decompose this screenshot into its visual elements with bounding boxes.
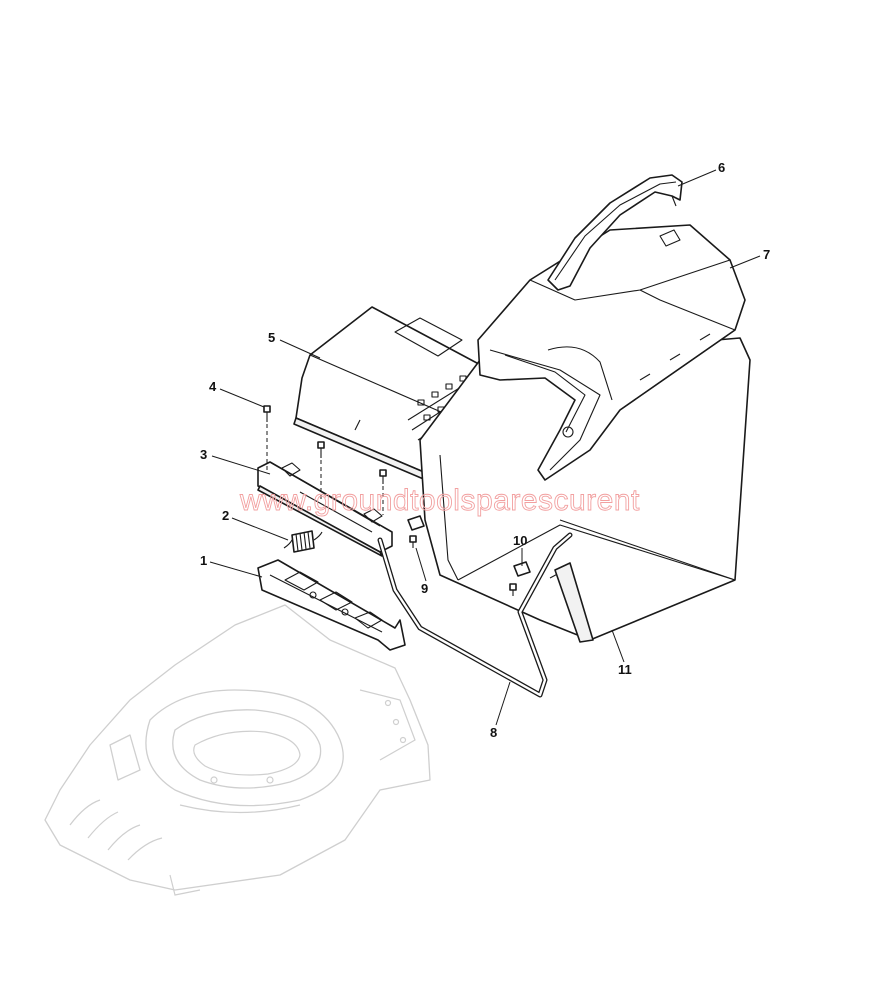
part-7-bag-top-cover (477, 224, 746, 481)
callout-5: 5 (268, 330, 275, 345)
callout-leaders (209, 169, 761, 726)
callout-1: 1 (200, 553, 207, 568)
part-4-screws (263, 405, 387, 515)
part-10-clips (407, 515, 531, 577)
callout-4: 4 (209, 379, 217, 394)
callout-8: 8 (490, 725, 497, 740)
callout-9: 9 (421, 581, 428, 596)
part-9-screws (409, 535, 517, 596)
callout-6: 6 (718, 160, 725, 175)
part-3-flap-bracket (257, 461, 393, 557)
callout-labels: 1 2 3 4 5 6 7 8 9 10 11 (200, 160, 770, 740)
part-8-wire-frame (377, 532, 573, 698)
watermark-text: www.groundtoolsparescurent (239, 484, 640, 517)
callout-2: 2 (222, 508, 229, 523)
mower-deck-ghost (44, 604, 431, 896)
callout-10: 10 (513, 533, 527, 548)
callout-7: 7 (763, 247, 770, 262)
part-1-base-plate (257, 559, 406, 651)
callout-3: 3 (200, 447, 207, 462)
callout-11: 11 (618, 662, 632, 677)
part-2-spring (283, 530, 323, 553)
part-6-bag-handle (547, 174, 683, 291)
